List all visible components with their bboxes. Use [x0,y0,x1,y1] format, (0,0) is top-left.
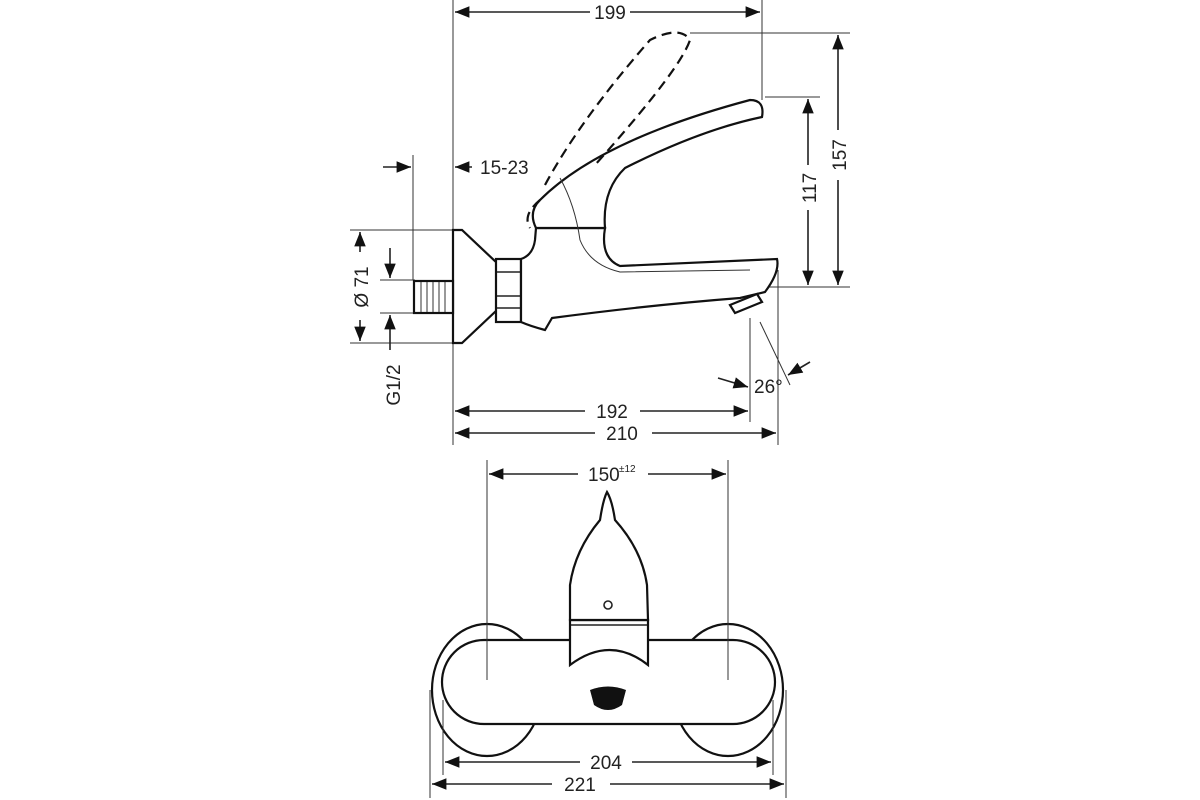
lever-collar [568,618,650,668]
dim-15-23: 15-23 [480,158,529,179]
dim-204: 204 [590,753,622,774]
spout-body [519,226,779,332]
mixer-body [440,638,777,726]
dim-117: 117 [800,173,821,203]
dim-157: 157 [830,139,851,171]
dim-outlet-angle: 26° [754,377,783,398]
dim-192: 192 [596,402,628,423]
lever-open-position-dashed [526,31,692,229]
dim-flange-diameter: Ø 71 [352,266,373,307]
thread-lines [420,282,446,312]
dim-210: 210 [606,424,638,445]
dim-150: 150 [588,465,620,486]
union-nut [494,257,523,324]
dim-thread: G1/2 [384,364,405,405]
front-view: 150 ±12 204 221 [429,460,787,798]
aerator-outlet [590,686,626,710]
side-view: 199 157 117 15-23 Ø 71 G1/2 26° 192 210 [350,0,851,445]
wall-flange [451,228,499,345]
dim-199: 199 [594,3,626,24]
lever-handle [531,98,764,230]
dim-221: 221 [564,775,596,796]
indicator-dot [603,600,613,610]
aerator [728,292,764,315]
dim-150-tolerance: ±12 [619,464,636,475]
lever-inner-contour [559,177,751,273]
lever-front [568,489,650,622]
angle-line [759,321,791,386]
